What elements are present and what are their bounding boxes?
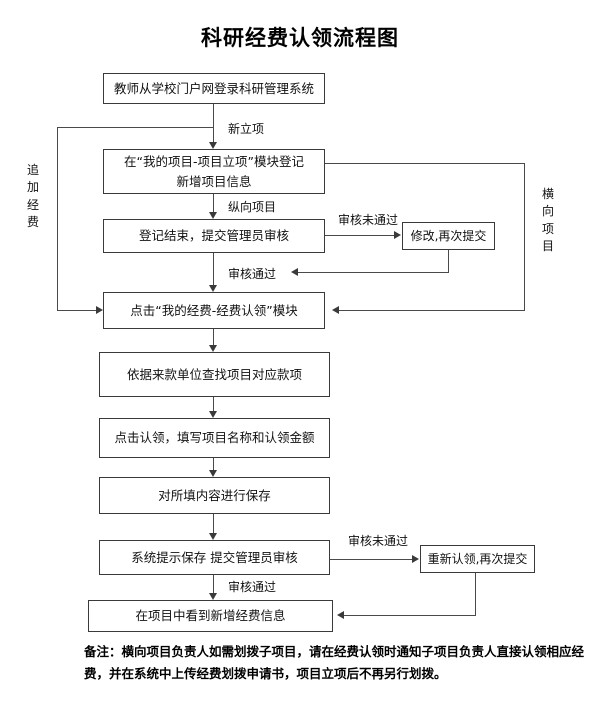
flow-box-login[interactable]: 教师从学校门户网登录科研管理系统 (103, 73, 325, 104)
connector-submit-to-claim (213, 253, 215, 285)
flow-box-submit-audit[interactable]: 登记结束，提交管理员审核 (103, 219, 325, 253)
arrow-submit-to-modify (394, 231, 401, 239)
connector-save-submit-to-reclaim (330, 559, 412, 561)
connector-reclaim-to-see-funds (344, 615, 476, 617)
flow-box-save[interactable]: 对所填内容进行保存 (99, 477, 330, 514)
connector-login-to-register (213, 104, 215, 142)
connector-modify-to-pass-junction (298, 272, 449, 274)
arrow-right-loop-to-claim (332, 306, 339, 314)
side-label-horizontal-project: 横向项目 (541, 187, 554, 254)
edge-label-audit-passed-1: 审核通过 (228, 267, 277, 281)
arrow-reclaim-to-see-funds (337, 611, 344, 619)
connector-left-loop-vertical (57, 127, 59, 311)
flow-box-save-submit[interactable]: 系统提示保存 提交管理员审核 (99, 540, 330, 575)
arrow-fill-to-save (208, 470, 217, 477)
footer-note: 备注：横向项目负责人如需划拨子项目，请在经费认领时通知子项目负责人直接认领相应经… (84, 644, 585, 681)
connector-find-to-fill (213, 397, 215, 411)
flow-box-modify-resubmit[interactable]: 修改,再次提交 (402, 222, 495, 250)
connector-claim-to-find (213, 329, 215, 345)
connector-right-loop-top (325, 163, 525, 165)
arrow-register-to-submit (208, 212, 217, 219)
connector-register-to-submit (213, 194, 215, 212)
flow-box-find-payment[interactable]: 依据来款单位查找项目对应款项 (99, 352, 330, 397)
connector-right-loop-bottom (339, 310, 525, 312)
connector-left-loop-top (57, 127, 213, 129)
connector-right-loop-vertical (524, 163, 526, 311)
edge-label-audit-failed-1: 审核未通过 (338, 213, 399, 227)
flow-box-see-funds[interactable]: 在项目中看到新增经费信息 (88, 600, 333, 632)
arrow-modify-to-pass-junction (291, 268, 298, 276)
arrow-find-to-fill (208, 411, 217, 418)
connector-submit-to-modify (325, 235, 394, 237)
arrow-left-loop-to-claim (96, 306, 103, 314)
connector-left-loop-bottom (57, 310, 96, 312)
arrow-save-submit-to-reclaim (412, 555, 419, 563)
edge-label-audit-passed-2: 审核通过 (228, 580, 277, 594)
arrow-claim-to-find (208, 345, 217, 352)
page-title: 科研经费认领流程图 (201, 25, 399, 50)
arrow-save-submit-to-see-funds (208, 593, 217, 600)
connector-fill-to-save (213, 458, 215, 470)
connector-reclaim-down (475, 573, 477, 616)
flow-box-claim-module[interactable]: 点击“我的经费-经费认领”模块 (103, 292, 325, 329)
arrow-save-to-save-submit (208, 533, 217, 540)
connector-save-to-save-submit (213, 514, 215, 533)
connector-save-submit-to-see-funds (213, 575, 215, 593)
connector-modify-down (448, 250, 450, 273)
edge-label-vertical-project: 纵向项目 (228, 200, 277, 214)
edge-label-new-project: 新立项 (228, 122, 265, 136)
flow-box-fill-claim[interactable]: 点击认领，填写项目名称和认领金额 (99, 418, 330, 458)
arrow-submit-to-claim (208, 285, 217, 292)
flow-box-register[interactable]: 在“我的项目-项目立项”模块登记 新增项目信息 (103, 149, 325, 194)
edge-label-audit-failed-2: 审核未通过 (348, 534, 409, 548)
flow-box-reclaim-resubmit[interactable]: 重新认领,再次提交 (420, 545, 535, 573)
side-label-additional-funds: 追加经费 (26, 163, 39, 230)
arrow-login-to-register (208, 142, 217, 149)
